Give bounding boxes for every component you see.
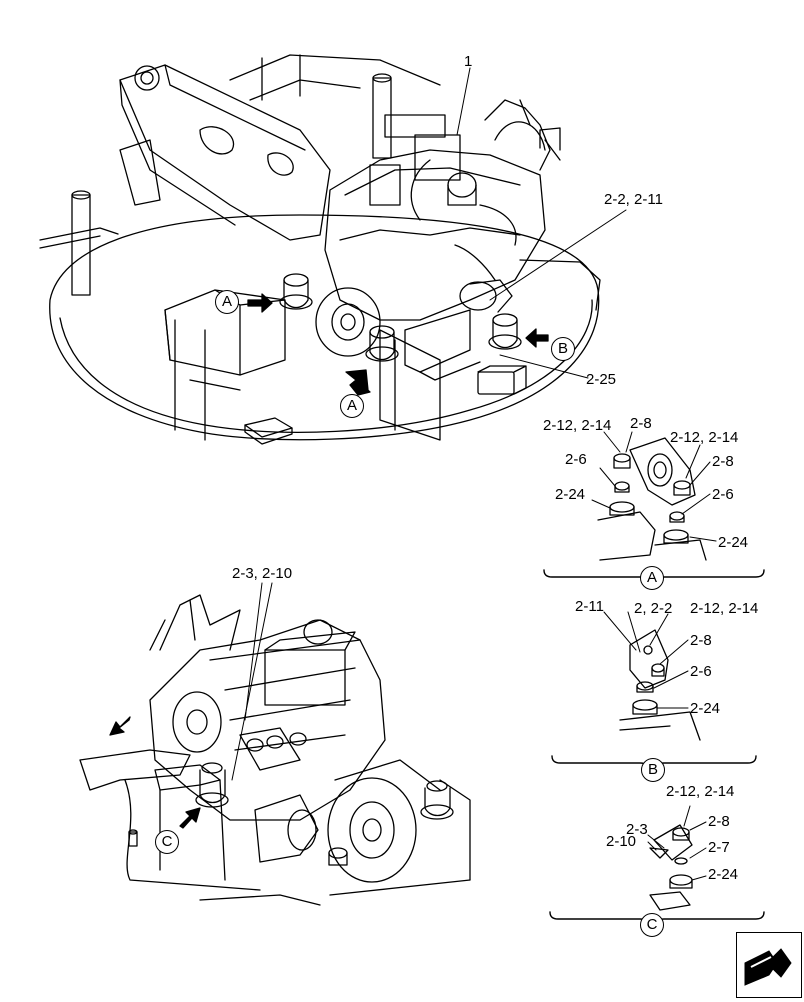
callout-c-2-12-2-14: 2-12, 2-14: [666, 783, 735, 800]
callout-a-2-24-right: 2-24: [718, 534, 749, 551]
callout-c-2-10: 2-10: [606, 833, 637, 850]
callout-a-2-24-left: 2-24: [555, 486, 586, 503]
callout-2-3-2-10: 2-3, 2-10: [232, 565, 293, 582]
callout-b-2-2: 2, 2-2: [634, 600, 673, 617]
callout-2-25: 2-25: [586, 371, 617, 388]
callout-a-2-6-left: 2-6: [565, 451, 587, 468]
upper-frame-drawing: [39, 54, 601, 445]
detail-b-drawing: [551, 611, 757, 771]
upper-view-arrows: [247, 293, 549, 396]
callout-c-2-24: 2-24: [708, 866, 739, 883]
upper-engine-drawing: [279, 99, 561, 381]
view-marker-b-upper: B: [551, 337, 575, 361]
lower-view-arrows: [109, 716, 201, 829]
callout-b-2-11: 2-11: [575, 598, 604, 615]
view-marker-a-bottom: A: [340, 394, 364, 418]
view-marker-c-lower: C: [155, 830, 179, 854]
callout-b-2-24: 2-24: [690, 700, 721, 717]
callout-2-2-2-11: 2-2, 2-11: [604, 191, 663, 208]
view-marker-b-detail: B: [641, 758, 665, 782]
view-marker-c-detail: C: [640, 913, 664, 937]
callout-a-2-12-2-14-left: 2-12, 2-14: [543, 417, 612, 434]
callout-b-2-8: 2-8: [690, 632, 712, 649]
callout-c-2-8: 2-8: [708, 813, 730, 830]
view-marker-a-left: A: [215, 290, 239, 314]
callout-b-2-6: 2-6: [690, 663, 712, 680]
view-marker-a-detail: A: [640, 566, 664, 590]
callout-a-2-12-2-14-right: 2-12, 2-14: [670, 429, 739, 446]
callout-1: 1: [464, 53, 473, 70]
callout-c-2-7: 2-7: [708, 839, 730, 856]
lower-engine-drawing: [79, 582, 471, 906]
upper-leader-lines: [456, 67, 627, 379]
detail-a-drawing: [543, 431, 765, 585]
callout-a-2-6-right: 2-6: [712, 486, 734, 503]
callout-c-2-3: 2-3: [626, 821, 648, 838]
navigation-box[interactable]: [736, 932, 802, 998]
navigation-arrow-icon: [744, 948, 792, 986]
callout-a-2-8-right: 2-8: [712, 453, 734, 470]
callout-a-2-8-left: 2-8: [630, 415, 652, 432]
callout-b-2-12-2-14: 2-12, 2-14: [690, 600, 759, 617]
